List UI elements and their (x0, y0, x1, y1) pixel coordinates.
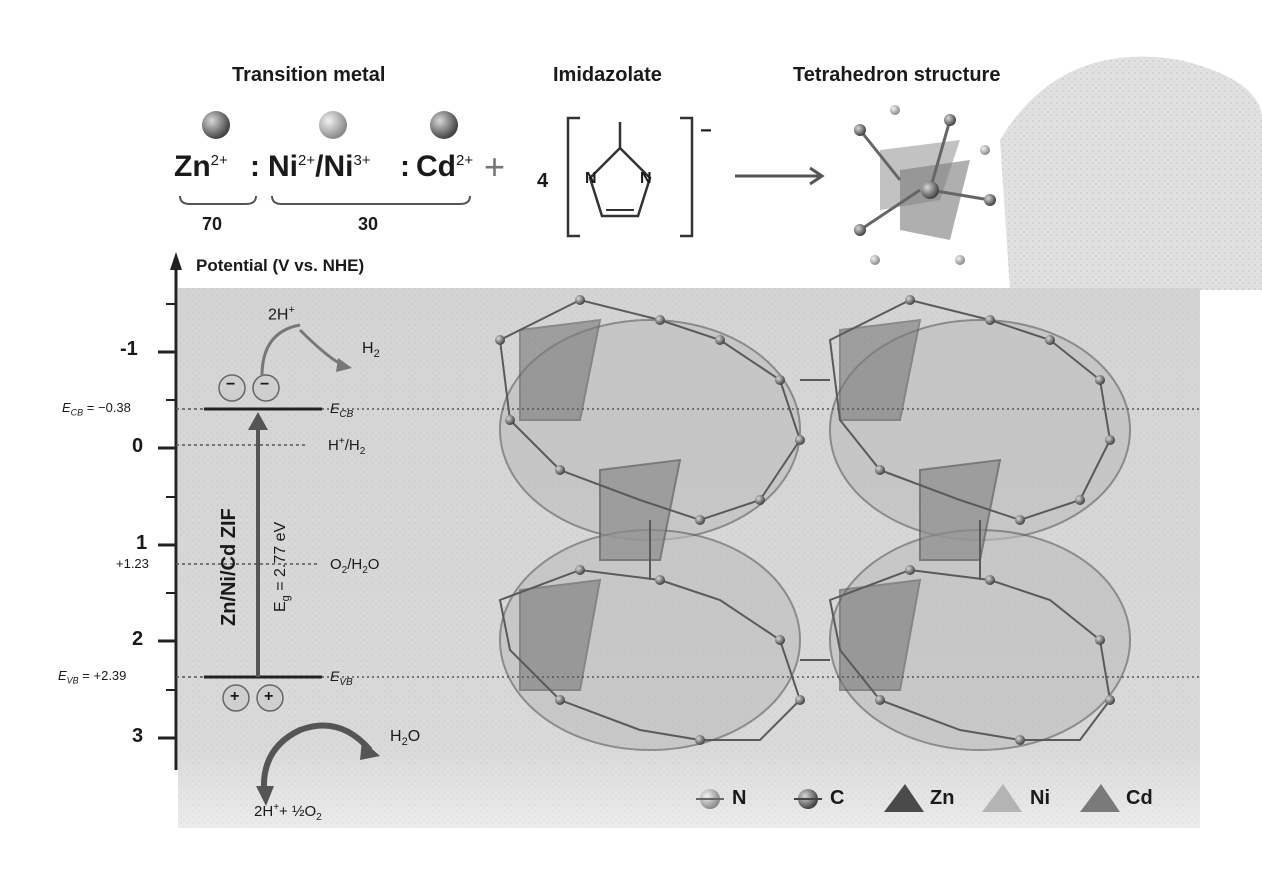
ni-ball (319, 111, 347, 139)
proton-label: 2H+ (268, 304, 295, 324)
legend-zn: Zn (930, 787, 954, 810)
bandgap-label: Eg = 2.77 eV (272, 522, 292, 612)
evb-right-label: EVB (330, 668, 353, 688)
separator-2: : (400, 150, 410, 184)
electron-2-sign: − (260, 376, 269, 394)
tick-label-minus1: -1 (120, 338, 138, 361)
legend-cd: Cd (1126, 787, 1153, 810)
h2o-label: H2O (390, 728, 420, 748)
tetrahedron-molecule (854, 105, 996, 265)
plus-sign: + (484, 146, 505, 188)
hole-1-sign: + (230, 688, 239, 706)
ni-ion: Ni2+/Ni3+ (268, 150, 371, 184)
tick-label-1: 1 (136, 532, 147, 555)
tick-label-3: 3 (132, 725, 143, 748)
electron-1-sign: − (226, 376, 235, 394)
legend-n: N (732, 787, 746, 810)
o2-h2o-label: O2/H2O (330, 556, 379, 576)
cd-ball (430, 111, 458, 139)
ecb-right-label: ECB (330, 400, 353, 420)
h2-label: H2 (362, 340, 380, 360)
o2-value-label: +1.23 (116, 556, 149, 571)
hole-2-sign: + (264, 688, 273, 706)
separator-1: : (250, 150, 260, 184)
ratio-rest: 30 (358, 214, 378, 235)
axis-title: Potential (V vs. NHE) (196, 256, 364, 276)
ratio-zn: 70 (202, 214, 222, 235)
evb-value-label: EVB = +2.39 (58, 668, 126, 686)
h-h2-label: H+/H2 (328, 436, 365, 457)
zif-label: Zn/Ni/Cd ZIF (218, 508, 241, 626)
n-right: N (640, 170, 652, 188)
anion-charge: − (700, 120, 712, 143)
oxidation-products-label: 2H++ ½O2 (254, 802, 322, 823)
ecb-value-label: ECB = −0.38 (62, 400, 131, 418)
n-left: N (585, 170, 597, 188)
zn-ball (202, 111, 230, 139)
cd-ion: Cd2+ (416, 150, 473, 184)
legend-c: C (830, 787, 844, 810)
zn-ion: Zn2+ (174, 150, 228, 184)
coefficient: 4 (537, 170, 548, 193)
tick-label-2: 2 (132, 628, 143, 651)
legend-ni: Ni (1030, 787, 1050, 810)
tick-label-0: 0 (132, 435, 143, 458)
